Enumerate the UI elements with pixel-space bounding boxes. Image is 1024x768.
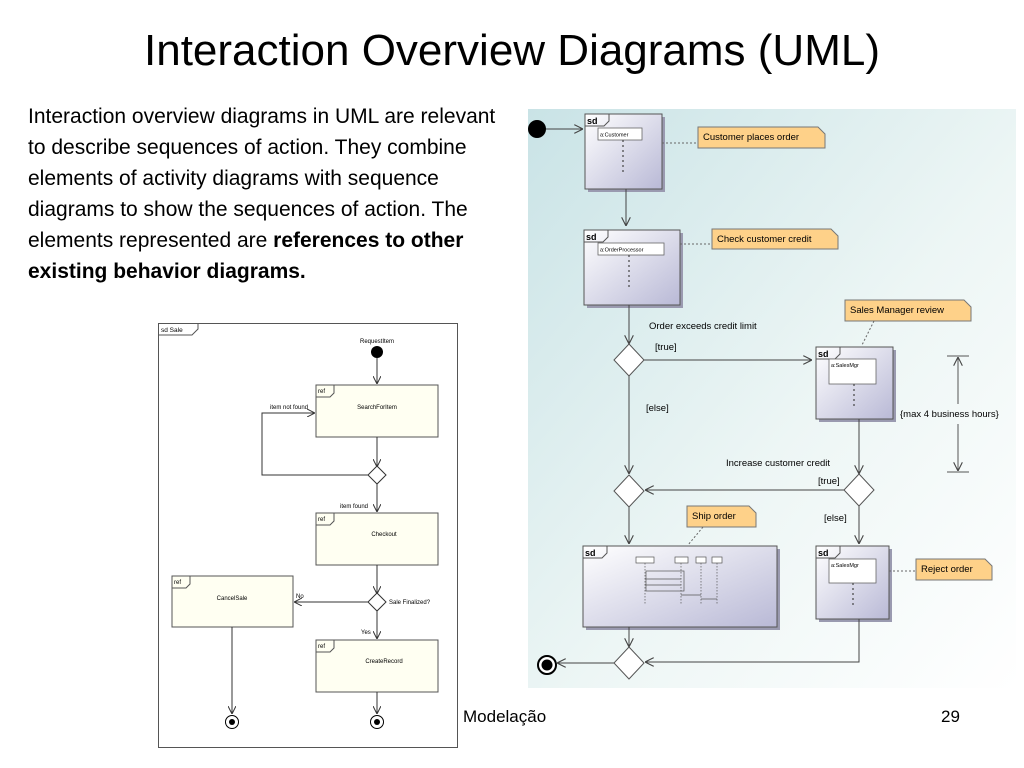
ref-cancel-name: CancelSale bbox=[217, 596, 248, 602]
note-sales-manager-box bbox=[844, 299, 972, 322]
sd-sales-mgr-keyword: sd bbox=[818, 349, 829, 359]
label-else-2: [else] bbox=[824, 513, 847, 524]
ref-create-name: CreateRecord bbox=[365, 659, 402, 665]
order-interaction-overview-diagram: sd a:Customer Customer places order sd a… bbox=[528, 109, 1016, 688]
ref-search-for-item bbox=[315, 384, 439, 438]
slide-title: Interaction Overview Diagrams (UML) bbox=[144, 26, 880, 75]
sd-order-processor-tab bbox=[584, 230, 609, 243]
lifeline-customer-head bbox=[597, 127, 643, 141]
ref-cancel-sale bbox=[171, 575, 294, 628]
label-true-2: [true] bbox=[818, 476, 840, 487]
guard-no: No bbox=[296, 594, 304, 600]
lifeline-reject-head bbox=[828, 558, 877, 584]
sd-sales-mgr-tab bbox=[816, 347, 841, 360]
sd-reject-keyword: sd bbox=[818, 548, 829, 558]
ref-cancel-tab bbox=[172, 576, 191, 589]
body-emphasis: references to other existing behavior di… bbox=[28, 229, 464, 283]
lifeline-order-processor-label: a:OrderProcessor bbox=[600, 248, 644, 254]
note-ship-order: Ship order bbox=[692, 511, 736, 522]
lifeline-order-processor-head bbox=[597, 242, 665, 256]
ref-create-record bbox=[315, 639, 439, 693]
guard-item-not-found: item not found bbox=[270, 405, 308, 411]
note-check-credit-box bbox=[711, 228, 839, 250]
sale-frame-label: sd Sale bbox=[161, 327, 183, 334]
label-order-exceeds: Order exceeds credit limit bbox=[649, 321, 757, 332]
note-sales-manager-review: Sales Manager review bbox=[850, 305, 944, 316]
ref-search-name: SearchForItem bbox=[357, 405, 397, 411]
ref-cancel-keyword: ref bbox=[174, 580, 181, 586]
final-node-inner bbox=[541, 659, 553, 671]
final-node-create-inner bbox=[374, 719, 380, 725]
page-number: 29 bbox=[941, 707, 960, 726]
ref-checkout-keyword: ref bbox=[318, 517, 325, 523]
final-merge-node bbox=[613, 646, 645, 680]
sale-interaction-overview-diagram: sd Sale RequestItem ref SearchForItem it… bbox=[158, 323, 458, 748]
sd-customer-keyword: sd bbox=[587, 116, 598, 126]
lifeline-sales-mgr-head bbox=[828, 358, 877, 385]
note-customer-places-order-box bbox=[697, 126, 826, 149]
flow-item-not-found-loop bbox=[261, 413, 368, 476]
sd-reject-tab bbox=[816, 546, 841, 559]
sd-customer-tab bbox=[585, 114, 610, 127]
note-ship-order-box bbox=[686, 505, 757, 528]
sd-order-processor-keyword: sd bbox=[586, 232, 597, 242]
label-else-1: [else] bbox=[646, 403, 669, 414]
request-item-label: RequestItem bbox=[360, 339, 394, 345]
initial-node bbox=[371, 346, 383, 358]
initial-node bbox=[528, 120, 546, 138]
sd-ship-order-keyword: sd bbox=[585, 548, 596, 558]
note-customer-places-order: Customer places order bbox=[703, 132, 799, 143]
lifeline-customer-label: a:Customer bbox=[600, 133, 629, 139]
final-node-cancel-inner bbox=[229, 719, 235, 725]
ref-create-keyword: ref bbox=[318, 644, 325, 650]
lifeline-sales-mgr-label: a:SalesMgr bbox=[831, 363, 859, 369]
note-reject-order-box bbox=[915, 558, 993, 581]
note-check-customer-credit: Check customer credit bbox=[717, 234, 812, 245]
label-increase-credit: Increase customer credit bbox=[726, 458, 830, 469]
guard-yes: Yes bbox=[361, 630, 371, 636]
sale-frame-tab bbox=[158, 323, 199, 336]
guard-sale-finalized: Sale Finalized? bbox=[389, 600, 431, 606]
flow-reject-to-final-merge bbox=[646, 619, 860, 662]
note-sales-manager-connector bbox=[861, 320, 875, 346]
body-intro: Interaction overview diagrams in UML are… bbox=[28, 105, 496, 252]
ref-search-tab bbox=[316, 385, 335, 398]
ref-checkout bbox=[315, 512, 439, 566]
ref-checkout-name: Checkout bbox=[371, 532, 397, 538]
guard-item-found: item found bbox=[340, 504, 368, 510]
lifeline-reject-label: a:SalesMgr bbox=[831, 563, 859, 569]
sd-ship-order-tab bbox=[583, 546, 608, 559]
note-reject-order: Reject order bbox=[921, 564, 973, 575]
footer-label: Modelação bbox=[463, 707, 547, 726]
ref-checkout-tab bbox=[316, 513, 335, 526]
mini-sequence-diagram bbox=[635, 556, 723, 605]
label-max-business-hours: {max 4 business hours} bbox=[900, 409, 999, 420]
ref-search-keyword: ref bbox=[318, 389, 325, 395]
ref-create-tab bbox=[316, 640, 335, 653]
label-true-1: [true] bbox=[655, 342, 677, 353]
sd-order-processor-frame bbox=[583, 229, 681, 306]
slide-body-text: Interaction overview diagrams in UML are… bbox=[28, 101, 508, 287]
